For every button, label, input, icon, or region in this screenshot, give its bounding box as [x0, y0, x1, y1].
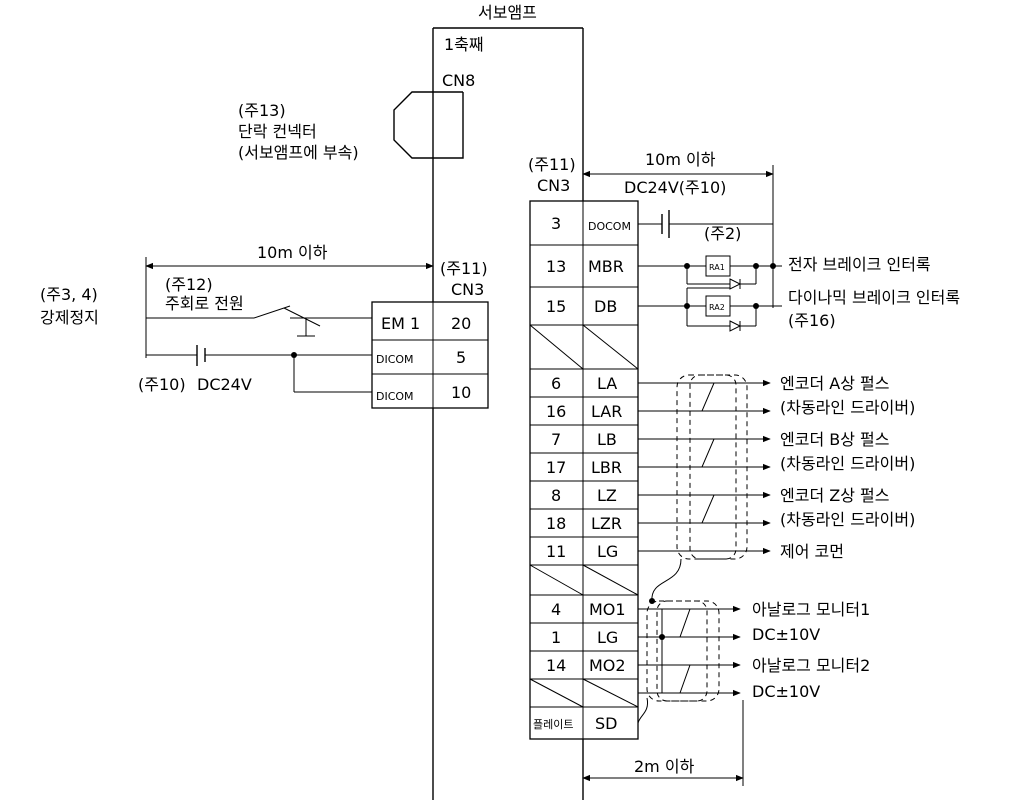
- right-pin-3: 3: [551, 214, 561, 233]
- left-signal-dicom-1: DICOM: [376, 353, 414, 366]
- left-pin-10: 10: [451, 383, 471, 402]
- right-cn-label: CN3: [537, 176, 570, 195]
- amp-title: 서보앰프: [478, 3, 537, 22]
- monitor1-range: DC±10V: [752, 625, 820, 644]
- right-pin-8: 8: [551, 486, 561, 505]
- right-signal-lg-2: LG: [597, 628, 618, 647]
- dynamic-brake-note: (주16): [788, 311, 836, 330]
- analog-monitor-wiring: [637, 558, 741, 724]
- right-top-distance-label: 10m 이하: [645, 150, 716, 169]
- right-signal-db: DB: [594, 297, 617, 316]
- right-pin-7: 7: [551, 430, 561, 449]
- right-signal-la: LA: [597, 374, 617, 393]
- bottom-distance-label: 2m 이하: [634, 757, 695, 776]
- right-pin-17: 17: [546, 458, 566, 477]
- shorting-connector: [393, 91, 464, 159]
- right-signal-docom: DOCOM: [588, 220, 631, 233]
- monitor2-label: 아날로그 모니터2: [752, 656, 870, 675]
- dc-voltage: DC24V: [197, 375, 252, 394]
- amp-axis-label: 1축째: [444, 35, 484, 54]
- relay-ra1: RA1: [709, 263, 725, 272]
- encoder-z-driver: (차동라인 드라이버): [780, 510, 915, 529]
- note-2: (주2): [704, 224, 741, 243]
- left-pin-5: 5: [456, 348, 466, 367]
- right-pin-13: 13: [546, 257, 566, 276]
- cn8-label: CN8: [442, 71, 475, 90]
- right-pin-4: 4: [551, 600, 561, 619]
- connector-note-line2: (서보앰프에 부속): [238, 143, 359, 162]
- estop-switch-circuit: [146, 305, 372, 393]
- right-pin-11: 11: [546, 542, 566, 561]
- right-pin-14: 14: [546, 656, 566, 675]
- right-signal-lar: LAR: [591, 402, 622, 421]
- brake-interlock-circuit: [638, 210, 782, 332]
- right-signal-lz: LZ: [597, 486, 617, 505]
- right-pin-plate: 플레이트: [533, 718, 573, 731]
- left-signal-em1: EM 1: [381, 314, 420, 333]
- left-signal-dicom-2: DICOM: [376, 390, 414, 403]
- left-connector-block: [371, 301, 489, 409]
- monitor2-range: DC±10V: [752, 682, 820, 701]
- connector-note-ref: (주13): [238, 101, 286, 120]
- right-signal-lg-1: LG: [597, 542, 618, 561]
- right-pin-16: 16: [546, 402, 566, 421]
- right-cn-ref: (주11): [528, 155, 576, 174]
- left-cn-ref: (주11): [440, 259, 488, 278]
- estop-ref: (주3, 4): [40, 285, 98, 304]
- right-signal-mo2: MO2: [589, 656, 626, 675]
- estop-label: 강제정지: [40, 308, 99, 327]
- encoder-b-label: 엔코더 B상 펄스: [780, 430, 889, 449]
- encoder-output-wiring: [638, 374, 771, 560]
- right-pin-18: 18: [546, 514, 566, 533]
- right-signal-lb: LB: [597, 430, 617, 449]
- encoder-b-driver: (차동라인 드라이버): [780, 454, 915, 473]
- right-pin-6: 6: [551, 374, 561, 393]
- right-top-dc: DC24V(주10): [624, 178, 726, 197]
- connector-note-line1: 단락 컨넥터: [238, 122, 317, 141]
- main-power-ref: (주12): [165, 275, 213, 294]
- right-signal-lzr: LZR: [591, 514, 622, 533]
- right-pin-15: 15: [546, 297, 566, 316]
- right-signal-mo1: MO1: [589, 600, 626, 619]
- left-distance-label: 10m 이하: [257, 243, 328, 262]
- right-pin-1: 1: [551, 628, 561, 647]
- right-signal-lbr: LBR: [591, 458, 622, 477]
- left-pin-20: 20: [451, 314, 471, 333]
- right-signal-sd: SD: [595, 714, 617, 733]
- left-cn-label: CN3: [451, 280, 484, 299]
- brake-interlock-label: 전자 브레이크 인터록: [788, 255, 931, 274]
- encoder-a-label: 엔코더 A상 펄스: [780, 374, 889, 393]
- encoder-z-label: 엔코더 Z상 펄스: [780, 486, 889, 505]
- dynamic-brake-label: 다이나믹 브레이크 인터록: [788, 288, 960, 307]
- dc-ref: (주10): [138, 375, 186, 394]
- monitor1-label: 아날로그 모니터1: [752, 600, 870, 619]
- control-common-label: 제어 코먼: [780, 542, 844, 561]
- main-power-label: 주회로 전원: [165, 294, 244, 313]
- right-signal-mbr: MBR: [588, 257, 624, 276]
- right-connector-block: [529, 200, 639, 740]
- encoder-a-driver: (차동라인 드라이버): [780, 398, 915, 417]
- relay-ra2: RA2: [709, 303, 725, 312]
